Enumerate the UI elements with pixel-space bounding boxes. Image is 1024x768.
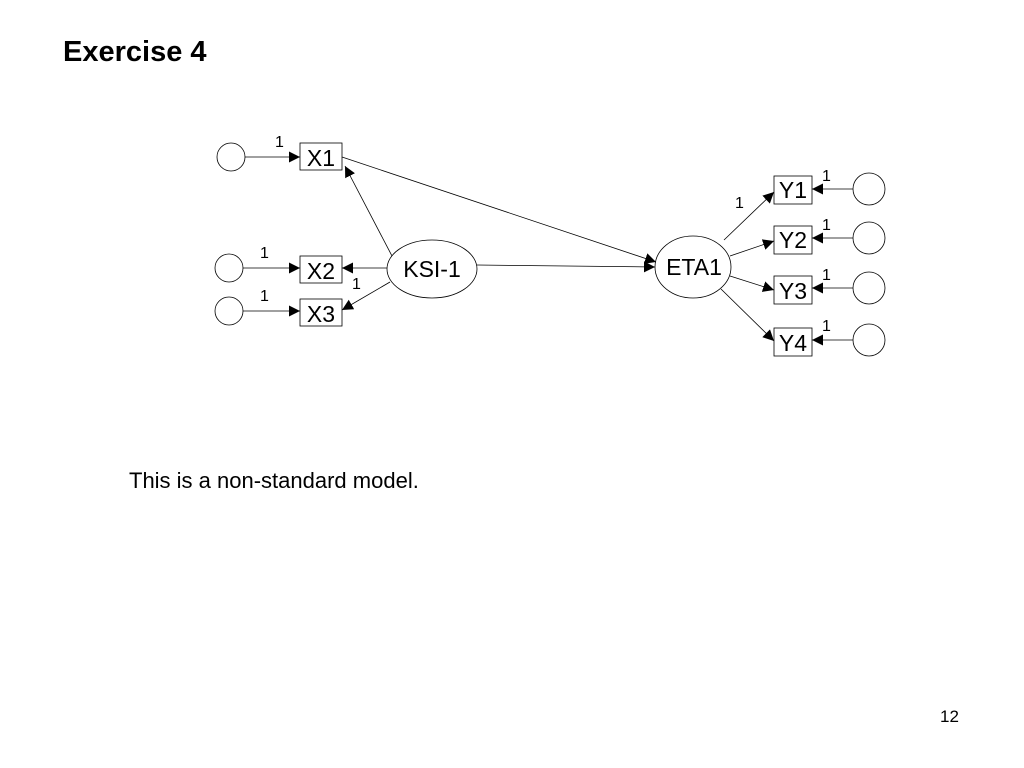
indicator-box-x2 bbox=[299, 255, 343, 284]
indicator-box-x1 bbox=[299, 142, 343, 171]
latent-ellipse-ksi bbox=[386, 239, 478, 299]
path-eta-y4 bbox=[720, 288, 775, 342]
indicator-label-y1: Y1 bbox=[779, 177, 807, 203]
error-circle-y4 bbox=[852, 323, 886, 357]
path-label-e-y2: 1 bbox=[822, 217, 831, 234]
indicator-label-x3: X3 bbox=[307, 301, 335, 327]
error-circle-y3 bbox=[852, 271, 886, 305]
path-eta-y1 bbox=[723, 191, 775, 241]
body-text: This is a non-standard model. bbox=[129, 468, 419, 493]
indicator-label-x1: X1 bbox=[307, 145, 335, 171]
slide-title: Exercise 4 bbox=[63, 36, 207, 68]
latent-label-ksi: KSI-1 bbox=[403, 256, 461, 282]
path-label-e-x2: 1 bbox=[260, 245, 269, 262]
path-label-ksi-x2: 1 bbox=[352, 276, 361, 293]
indicator-label-y3: Y3 bbox=[779, 278, 807, 304]
indicator-label-x2: X2 bbox=[307, 258, 335, 284]
path-label-e-x3: 1 bbox=[260, 288, 269, 305]
indicator-box-y2 bbox=[773, 225, 813, 255]
path-label-e-y3: 1 bbox=[822, 267, 831, 284]
latent-label-eta: ETA1 bbox=[666, 254, 722, 280]
page-number: 12 bbox=[940, 707, 959, 726]
path-eta-y3 bbox=[729, 275, 775, 292]
indicator-label-y4: Y4 bbox=[779, 330, 807, 356]
error-circle-x3 bbox=[214, 296, 244, 326]
indicator-label-y2: Y2 bbox=[779, 227, 807, 253]
error-circle-y2 bbox=[852, 221, 886, 255]
error-circle-x1 bbox=[216, 142, 246, 172]
path-eta-y2 bbox=[729, 239, 775, 257]
path-ksi-x3 bbox=[341, 281, 391, 311]
path-ksi-eta bbox=[476, 261, 656, 273]
error-circle-y1 bbox=[852, 172, 886, 206]
path-ksi-x1 bbox=[344, 165, 393, 257]
path-label-e-x1: 1 bbox=[275, 134, 284, 151]
path-x1-eta bbox=[341, 156, 657, 264]
error-circle-x2 bbox=[214, 253, 244, 283]
indicator-box-y3 bbox=[773, 275, 813, 305]
indicator-box-y1 bbox=[773, 175, 813, 205]
path-label-eta-y1: 1 bbox=[735, 195, 744, 212]
indicator-box-x3 bbox=[299, 298, 343, 327]
path-label-e-y4: 1 bbox=[822, 318, 831, 335]
path-label-e-y1: 1 bbox=[822, 168, 831, 185]
